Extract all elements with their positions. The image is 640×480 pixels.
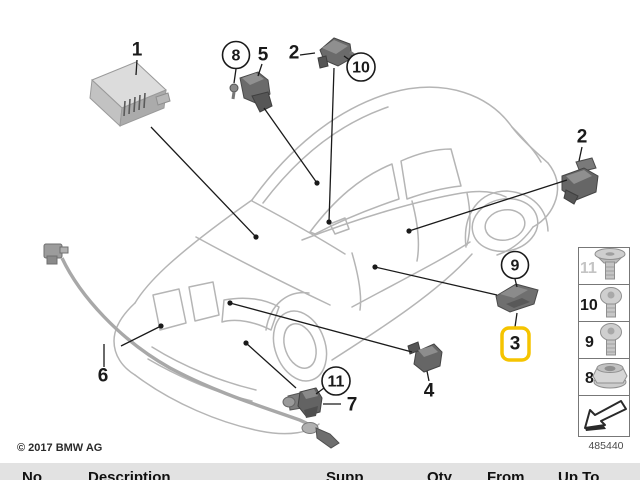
callout-2-top[interactable]: 2 xyxy=(289,43,300,64)
callout-4[interactable]: 4 xyxy=(424,381,435,402)
control-unit-graphic xyxy=(89,61,171,128)
leader-lines xyxy=(103,52,583,405)
callout-1[interactable]: 1 xyxy=(132,40,143,61)
copyright: © 2017 BMW AG xyxy=(17,442,103,454)
callout-3-highlighted[interactable]: 3 xyxy=(500,326,531,362)
callout-10[interactable]: 10 xyxy=(346,52,376,82)
legend-row-arrow xyxy=(584,400,627,431)
parts-table-header: No Description Supp Qty From Up To xyxy=(0,463,640,480)
flange-nut-icon xyxy=(592,363,628,389)
car-outline xyxy=(113,86,559,435)
callout-7[interactable]: 7 xyxy=(347,395,358,416)
door-pressure-sensor-graphic xyxy=(495,283,539,313)
wire-connector-top xyxy=(43,243,69,265)
svg-text:9[interactable]: 9 xyxy=(585,334,594,351)
callout-9[interactable]: 9 xyxy=(500,250,530,280)
svg-text:8[interactable]: 8 xyxy=(585,370,594,387)
callout-11[interactable]: 11 xyxy=(321,366,351,396)
legend-row-9[interactable]: 9 xyxy=(585,323,622,356)
column-qty: Qty xyxy=(427,469,453,480)
column-supp: Supp xyxy=(326,469,364,480)
highlight-box xyxy=(500,326,531,362)
svg-text:3[interactable]: 3 xyxy=(510,334,521,355)
callout-2-right[interactable]: 2 xyxy=(577,127,588,148)
callout-6[interactable]: 6 xyxy=(98,366,109,387)
svg-text:11[interactable]: 11 xyxy=(328,374,345,391)
flat-head-screw-icon xyxy=(594,248,626,280)
wire-connector-end xyxy=(301,422,340,449)
diagram-number: 485440 xyxy=(588,440,623,452)
direction-arrow-icon xyxy=(584,400,627,431)
column-description: Description xyxy=(88,469,171,480)
callout-5[interactable]: 5 xyxy=(258,45,269,66)
svg-text:11[interactable]: 11 xyxy=(580,260,597,277)
impact-wire-graphic xyxy=(43,243,340,449)
sensor-right-graphic xyxy=(561,157,599,205)
column-no: No xyxy=(22,469,42,480)
svg-text:8[interactable]: 8 xyxy=(232,48,241,65)
sensor-top-graphic xyxy=(317,37,358,69)
front-sensor-bracket-graphic xyxy=(229,71,273,113)
legend-row-8[interactable]: 8 xyxy=(585,363,628,389)
legend-row-10[interactable]: 10 xyxy=(580,287,622,318)
column-up-to: Up To xyxy=(558,469,600,480)
column-from: From xyxy=(487,469,525,480)
front-impact-sensor-graphic xyxy=(282,387,323,418)
button-head-screw-icon xyxy=(600,287,622,318)
svg-text:9[interactable]: 9 xyxy=(511,258,520,275)
sensor-sill-graphic xyxy=(407,341,443,373)
leader-dots xyxy=(158,180,412,346)
legend-row-11[interactable]: 11 xyxy=(580,248,626,280)
svg-text:10[interactable]: 10 xyxy=(580,297,598,314)
screw-front-sensor-graphic xyxy=(229,83,239,100)
parts-diagram-canvas: 1 8 5 2 10 2 9 3 4 11 7 6 xyxy=(43,37,630,452)
svg-text:10[interactable]: 10 xyxy=(352,60,370,77)
pan-head-screw-icon xyxy=(600,323,622,356)
callout-8[interactable]: 8 xyxy=(221,40,251,70)
fastener-legend: 11 10 xyxy=(578,247,630,452)
